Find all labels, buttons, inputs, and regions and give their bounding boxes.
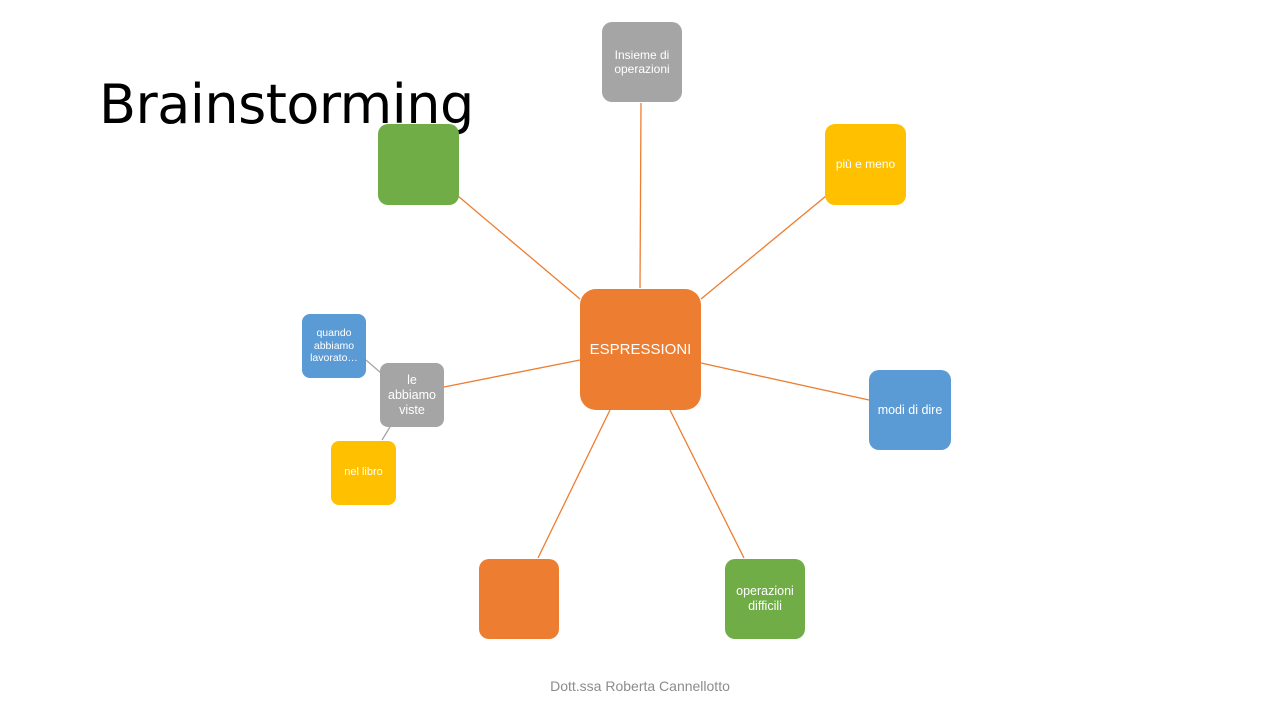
connector-piu-meno	[700, 195, 827, 300]
connector-orange-empty	[537, 409, 611, 559]
node-modi-dire-label: modi di dire	[877, 402, 943, 417]
connector-green-empty	[457, 195, 581, 300]
node-piu-e-meno[interactable]: più e meno	[825, 124, 906, 205]
center-node-espressioni[interactable]: ESPRESSIONI	[580, 289, 701, 410]
node-le-abbiamo-viste-label: le abbiamo viste	[388, 372, 436, 417]
node-nel-libro[interactable]: nel libro	[331, 441, 396, 505]
connector-nel-libro	[381, 426, 391, 441]
node-operazioni-difficili[interactable]: operazioni difficili	[725, 559, 805, 639]
node-le-abbiamo-viste[interactable]: le abbiamo viste	[380, 363, 444, 427]
connector-le-abbiamo-viste	[443, 359, 581, 388]
node-quando-abbiamo-lavorato[interactable]: quando abbiamo lavorato…	[302, 314, 366, 378]
node-operazioni-difficili-label: operazioni difficili	[736, 584, 794, 613]
center-node-label: ESPRESSIONI	[589, 340, 692, 358]
node-quando-lavorato-label: quando abbiamo lavorato…	[310, 327, 358, 365]
connector-quando-lavorato	[365, 359, 382, 374]
node-orange-empty[interactable]	[479, 559, 559, 639]
slide-footer-author: Dott.ssa Roberta Cannellotto	[550, 678, 730, 694]
connector-operazioni-difficili	[669, 409, 745, 559]
connector-modi-dire	[700, 362, 870, 401]
node-insieme-label: Insieme di operazioni	[614, 47, 670, 76]
node-piu-meno-label: più e meno	[835, 157, 896, 172]
node-green-empty[interactable]	[378, 124, 459, 205]
node-nel-libro-label: nel libro	[344, 466, 383, 479]
node-modi-di-dire[interactable]: modi di dire	[869, 370, 951, 450]
node-insieme-di-operazioni[interactable]: Insieme di operazioni	[602, 22, 682, 102]
connector-insieme	[639, 102, 642, 289]
